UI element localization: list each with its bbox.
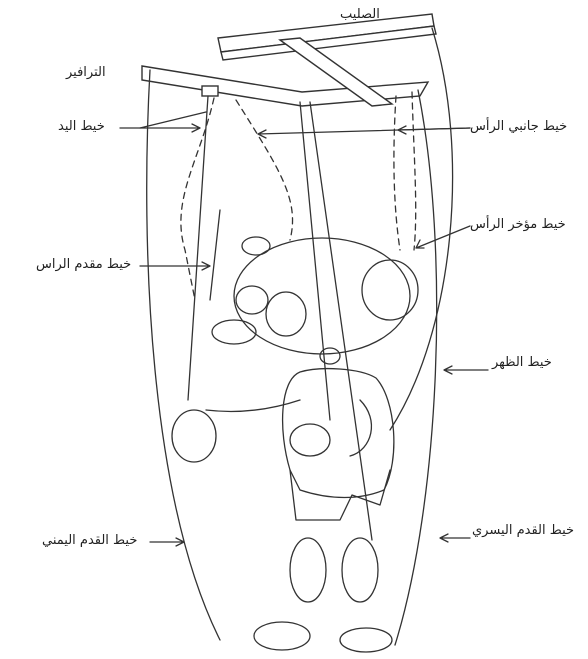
puppet-foot-left: [254, 622, 310, 650]
head-back-string-dashed: [412, 92, 416, 250]
puppet-nose: [212, 320, 256, 344]
puppet-leg-right: [342, 538, 378, 602]
label-head-front-string: خيط مقدم الراس: [36, 258, 131, 271]
arrow-hand-string: [120, 124, 200, 132]
puppet-neck: [320, 348, 340, 364]
head-front-string-dashed: [236, 100, 293, 240]
puppet-torso: [283, 369, 394, 498]
label-back-string: خيط الظهر: [492, 356, 552, 369]
right-foot-string: [147, 70, 220, 640]
hand-string-left: [188, 96, 208, 400]
puppet-arm-left: [206, 400, 300, 412]
head-front-string: [210, 210, 220, 300]
puppet-ear-left: [242, 237, 270, 255]
puppet-hand-right: [290, 424, 330, 456]
label-right-foot-string: خيط القدم اليمني: [42, 534, 137, 547]
head-side-string-dashed: [394, 96, 400, 250]
control-cross: [142, 14, 436, 106]
puppet-foot-right: [340, 628, 392, 652]
puppet-eye-left: [236, 286, 268, 314]
left-foot-string: [395, 90, 437, 645]
label-cross: الصليب: [340, 8, 380, 21]
puppet-shorts: [290, 470, 390, 520]
arrow-head-front: [140, 262, 210, 270]
puppet-leg-left: [290, 538, 326, 602]
label-crossbar: الترافير: [66, 66, 106, 79]
puppet: [172, 237, 418, 652]
arrow-head-side-2: [258, 128, 470, 138]
arrow-right-foot: [150, 538, 184, 546]
center-string-1: [300, 102, 330, 420]
arrow-back-string: [444, 366, 488, 374]
puppet-eye-right: [266, 292, 306, 336]
hook-block: [202, 86, 218, 96]
label-head-back-string: خيط مؤخر الرأس: [470, 218, 566, 231]
puppet-hand-left: [172, 410, 216, 462]
strings: [147, 28, 453, 645]
arrow-head-back: [416, 226, 470, 248]
label-left-foot-string: خيط القدم اليسري: [472, 524, 574, 537]
arrow-left-foot: [440, 534, 470, 542]
center-string-2: [310, 102, 372, 540]
label-head-side-string: خيط جانبي الرأس: [470, 120, 567, 133]
label-hand-string: خيط اليد: [58, 120, 105, 133]
